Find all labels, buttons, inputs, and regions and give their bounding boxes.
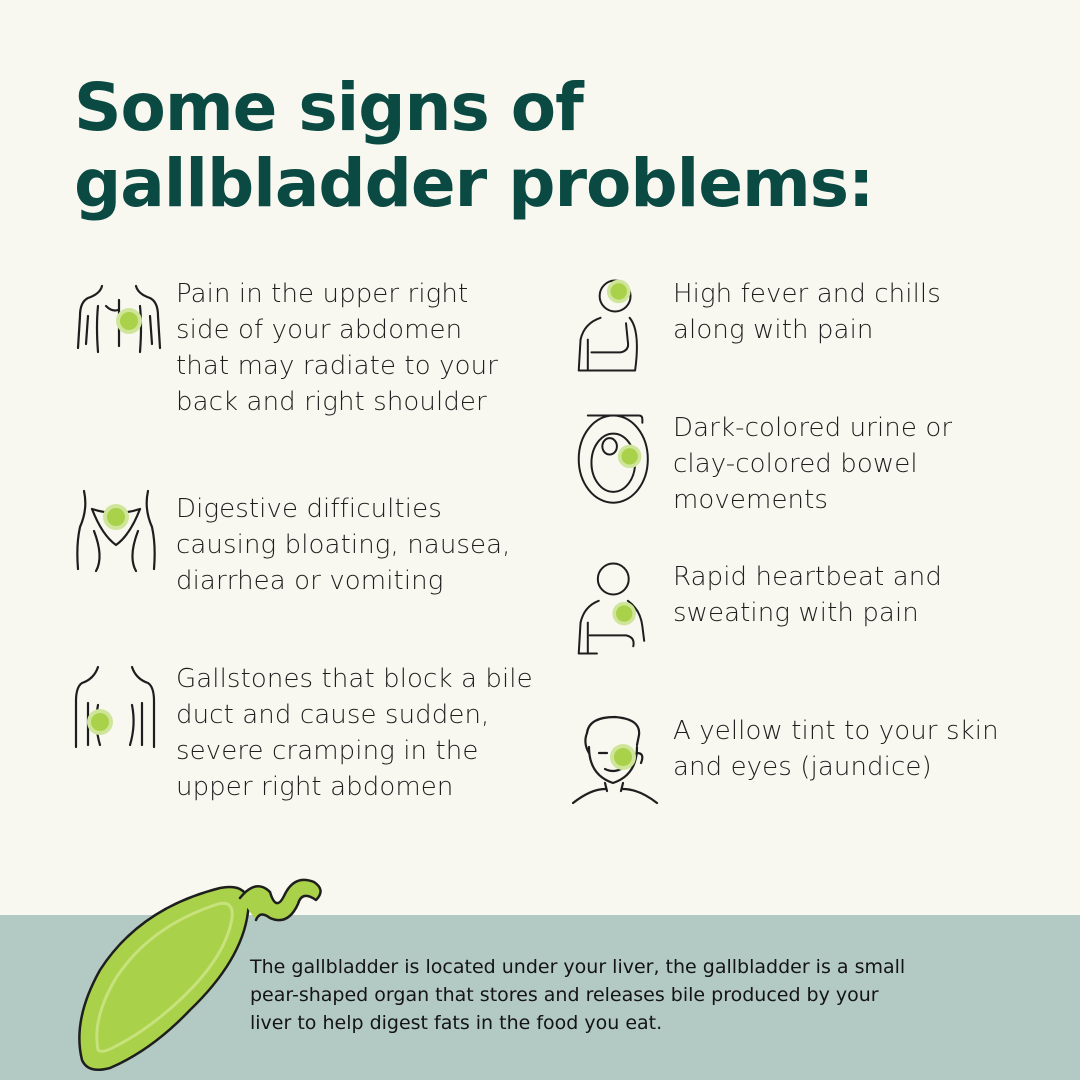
symptom-text: Dark-colored urine or clay-colored bowel… <box>673 413 953 515</box>
symptom-text: Rapid heartbeat and sweating with pain <box>673 562 942 628</box>
page-title-line-2: gallbladder problems: <box>74 145 874 222</box>
footer-description: The gallbladder is located under your li… <box>250 956 906 1034</box>
lower-abdomen-icon <box>76 489 156 573</box>
face-icon <box>571 715 659 805</box>
symptom-text: A yellow tint to your skin and eyes (jau… <box>673 716 999 782</box>
person-chest-icon <box>577 562 646 655</box>
page-title-line-1: Some signs of <box>74 69 584 146</box>
page-title: Some signs of gallbladder problems: <box>74 70 894 222</box>
symptom-text: Gallstones that block a bile duct and ca… <box>176 664 533 802</box>
gallbladder-icon <box>78 878 322 1071</box>
upper-back-icon <box>76 284 162 354</box>
thinking-person-icon <box>577 279 638 372</box>
toilet-icon <box>577 414 649 504</box>
torso-icon <box>74 665 156 749</box>
symptom-text: Pain in the upper right side of your abd… <box>176 279 498 417</box>
symptom-text: Digestive difficulties causing bloating,… <box>176 494 511 596</box>
symptom-text: High fever and chills along with pain <box>673 279 941 345</box>
